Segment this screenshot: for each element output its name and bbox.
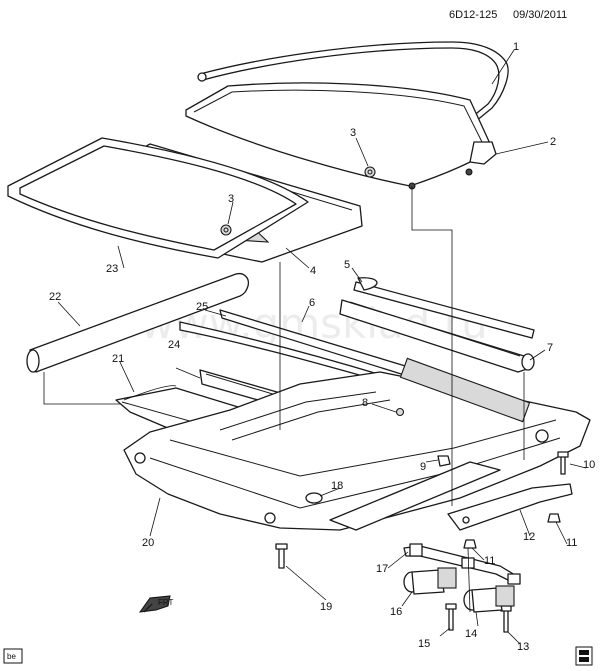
part-12-bracket bbox=[447, 483, 573, 531]
part-23-outer-seal bbox=[7, 137, 309, 259]
part-17-motor-bracket bbox=[403, 543, 521, 585]
corner-badge: be bbox=[3, 648, 23, 664]
part-11-bolt-right bbox=[547, 513, 561, 523]
callout-22: 22 bbox=[49, 291, 61, 303]
callout-5: 5 bbox=[344, 259, 350, 271]
callout-23: 23 bbox=[106, 263, 118, 275]
callout-9: 9 bbox=[420, 461, 426, 473]
part-5-short-rail bbox=[353, 277, 535, 339]
callout-11-right: 11 bbox=[566, 537, 577, 549]
part-11-bolt-center bbox=[463, 539, 477, 549]
callout-7: 7 bbox=[547, 342, 553, 354]
part-3-clip-upper bbox=[364, 166, 376, 178]
callout-14: 14 bbox=[465, 628, 477, 640]
callout-15: 15 bbox=[418, 638, 430, 650]
callout-6: 6 bbox=[309, 297, 315, 309]
part-10-screw bbox=[557, 451, 569, 475]
callout-21: 21 bbox=[112, 353, 124, 365]
callout-2: 2 bbox=[550, 136, 556, 148]
part-16-motor bbox=[403, 567, 457, 595]
part-7-side-rail bbox=[339, 299, 535, 373]
part-22-wind-deflector-tube bbox=[26, 272, 250, 373]
corner-badge-label: be bbox=[7, 652, 16, 661]
part-14-motor bbox=[463, 585, 515, 613]
callout-19: 19 bbox=[320, 601, 332, 613]
callout-25: 25 bbox=[196, 301, 208, 313]
callout-17: 17 bbox=[376, 563, 388, 575]
callout-labels: 1 2 3 3 4 5 6 7 8 9 10 11 11 12 13 14 15… bbox=[49, 41, 595, 653]
callout-24: 24 bbox=[168, 339, 180, 351]
part-2-glass-panel bbox=[185, 82, 497, 190]
assembly-guide-lines bbox=[43, 186, 525, 613]
callout-1: 1 bbox=[513, 41, 519, 53]
part-3-clip-lower bbox=[220, 224, 232, 236]
callout-8: 8 bbox=[362, 397, 368, 409]
callout-12: 12 bbox=[523, 531, 535, 543]
part-8-clip bbox=[395, 407, 405, 417]
part-15-screw bbox=[445, 603, 457, 631]
callout-10: 10 bbox=[583, 459, 595, 471]
callout-13: 13 bbox=[517, 641, 529, 653]
part-9-clip bbox=[437, 455, 451, 467]
callout-4: 4 bbox=[310, 265, 316, 277]
callout-3-lower: 3 bbox=[228, 193, 234, 205]
front-direction-indicator: FRT bbox=[138, 595, 174, 613]
doc-icon bbox=[575, 646, 593, 666]
diagram-ref-code: 6D12-125 bbox=[449, 9, 497, 21]
part-19-bolt bbox=[275, 543, 288, 569]
part-20-main-frame bbox=[123, 357, 591, 531]
callout-3-upper: 3 bbox=[350, 127, 356, 139]
callout-18: 18 bbox=[331, 480, 343, 492]
callout-11-center: 11 bbox=[484, 555, 495, 567]
diagram-date: 09/30/2011 bbox=[513, 9, 567, 21]
front-indicator-label: FRT bbox=[158, 598, 174, 607]
callout-20: 20 bbox=[142, 537, 154, 549]
callout-leaders bbox=[57, 49, 587, 645]
callout-16: 16 bbox=[390, 606, 402, 618]
part-18-grommet bbox=[305, 492, 323, 504]
